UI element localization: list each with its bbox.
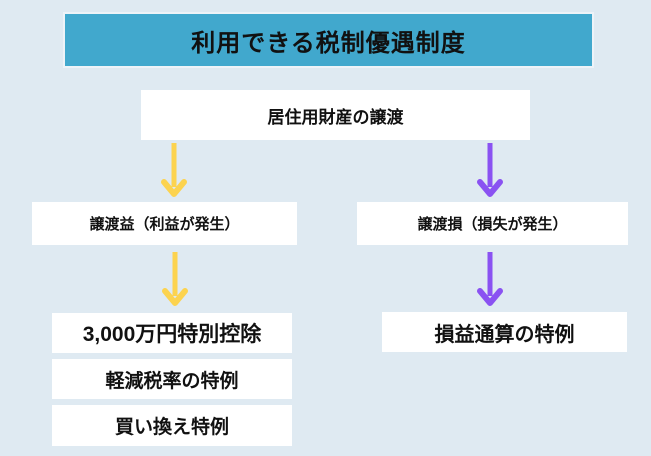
node-replacement-special: 買い換え特例	[52, 405, 292, 446]
node-capital-gain: 譲渡益（利益が発生）	[32, 202, 297, 245]
down-arrow-icon	[161, 143, 187, 197]
node-capital-loss: 譲渡損（損失が発生）	[357, 202, 628, 245]
down-arrow-icon	[477, 143, 503, 197]
down-arrow-icon	[162, 252, 188, 306]
node-special-deduction-30m-label: 3,000万円特別控除	[82, 323, 262, 346]
node-profit-loss-offset-label: 損益通算の特例	[434, 323, 575, 346]
page-title: 利用できる税制優遇制度	[191, 29, 466, 57]
node-special-deduction-30m: 3,000万円特別控除	[52, 313, 292, 353]
node-reduced-tax-rate: 軽減税率の特例	[52, 359, 292, 399]
node-root-label: 居住用財産の譲渡	[267, 107, 404, 127]
node-root-property-transfer: 居住用財産の譲渡	[141, 90, 530, 140]
node-capital-loss-label: 譲渡損（損失が発生）	[417, 216, 568, 233]
node-profit-loss-offset: 損益通算の特例	[382, 312, 627, 352]
node-replacement-special-label: 買い換え特例	[114, 417, 229, 438]
node-capital-gain-label: 譲渡益（利益が発生）	[89, 216, 240, 233]
down-arrow-icon	[477, 252, 503, 306]
node-reduced-tax-rate-label: 軽減税率の特例	[105, 370, 239, 392]
title-bar: 利用できる税制優遇制度	[65, 14, 592, 66]
